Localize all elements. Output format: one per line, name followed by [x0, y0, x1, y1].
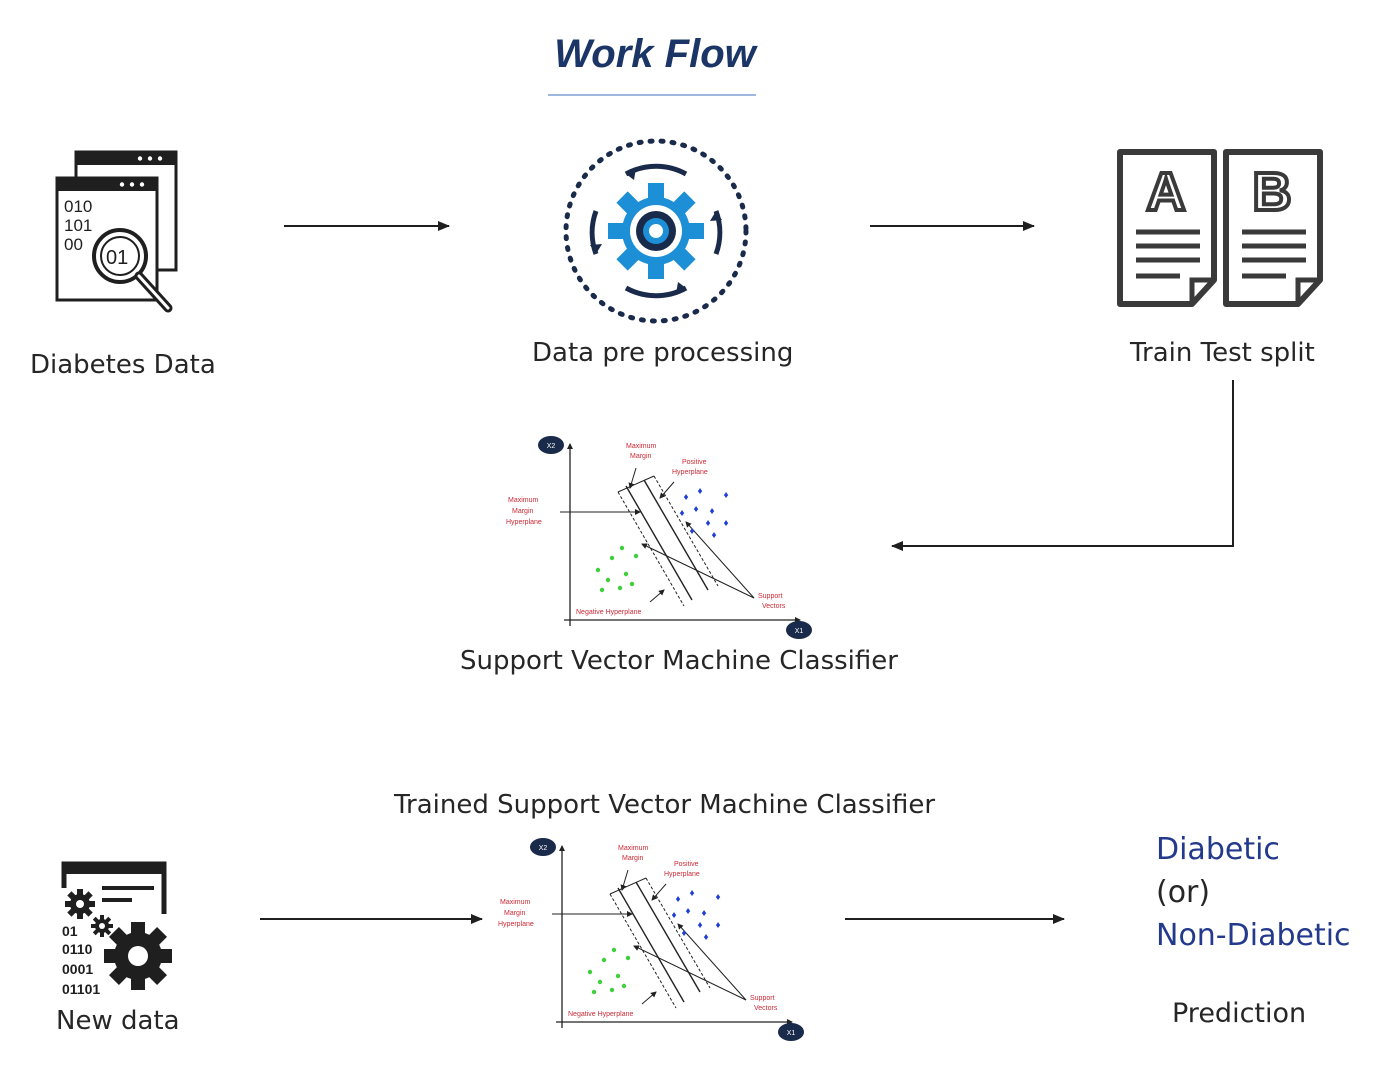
svg-text:Hyperplane: Hyperplane — [672, 469, 708, 476]
svg-text:0001: 0001 — [62, 961, 93, 977]
preprocessing-label: Data pre processing — [532, 338, 794, 368]
svg-text:X2: X2 — [547, 443, 556, 450]
title-underline — [548, 94, 756, 96]
arrow-split-to-svm — [891, 380, 1234, 551]
svg-text:101: 101 — [64, 216, 92, 235]
svg-text:01101: 01101 — [62, 981, 100, 997]
svg-text:Margin: Margin — [622, 855, 644, 862]
svg-text:Positive: Positive — [674, 861, 699, 868]
svg-text:♦: ♦ — [679, 508, 684, 519]
svg-text:♦: ♦ — [705, 518, 710, 529]
output-or: (or) — [1156, 875, 1211, 910]
svg-text:X2: X2 — [539, 845, 548, 852]
svg-text:♦: ♦ — [675, 894, 680, 905]
svg-text:01: 01 — [106, 247, 128, 269]
database-search-icon: 010 101 00 01 — [55, 150, 178, 313]
output-diabetic: Diabetic — [1156, 832, 1280, 867]
svg-text:010: 010 — [64, 197, 92, 216]
svg-text:♦: ♦ — [671, 910, 676, 921]
prediction-label: Prediction — [1172, 998, 1307, 1029]
data-gears-icon: 01 0110 0001 01101 — [61, 861, 172, 997]
svg-text:Maximum: Maximum — [508, 497, 539, 504]
svg-text:♦: ♦ — [715, 920, 720, 931]
page-title: Work Flow — [554, 32, 756, 76]
svg-text:♦: ♦ — [689, 526, 694, 537]
svg-text:♦: ♦ — [689, 888, 694, 899]
svg-text:♦: ♦ — [697, 920, 702, 931]
svg-text:Negative Hyperplane: Negative Hyperplane — [568, 1011, 633, 1018]
svg-text:♦: ♦ — [723, 490, 728, 501]
svg-text:Maximum: Maximum — [500, 899, 531, 906]
svg-text:Vectors: Vectors — [754, 1005, 778, 1012]
svg-text:♦: ♦ — [703, 932, 708, 943]
svg-text:♦: ♦ — [683, 492, 688, 503]
svg-text:A: A — [1147, 162, 1186, 222]
svg-text:♦: ♦ — [715, 892, 720, 903]
svg-text:0110: 0110 — [62, 941, 93, 957]
svg-text:Positive: Positive — [682, 459, 707, 466]
svm-classifier-diagram: X2X1MaximumMarginPositiveHyperplaneMaxim… — [506, 436, 812, 639]
svg-text:X1: X1 — [795, 628, 804, 635]
gear-process-icon — [563, 138, 749, 324]
svg-text:Hyperplane: Hyperplane — [506, 519, 542, 526]
new-data-label: New data — [56, 1006, 180, 1036]
train-test-split-label: Train Test split — [1130, 338, 1315, 368]
svg-text:Hyperplane: Hyperplane — [664, 871, 700, 878]
svg-text:Support: Support — [750, 995, 775, 1002]
trained-svm-label: Trained Support Vector Machine Classifie… — [394, 790, 936, 820]
svg-text:♦: ♦ — [693, 504, 698, 515]
svg-text:♦: ♦ — [685, 906, 690, 917]
svg-text:♦: ♦ — [711, 530, 716, 541]
svg-text:Support: Support — [758, 593, 783, 600]
svg-text:Margin: Margin — [630, 453, 652, 460]
svg-text:♦: ♦ — [701, 908, 706, 919]
svg-text:Hyperplane: Hyperplane — [498, 921, 534, 928]
svg-text:00: 00 — [64, 235, 83, 254]
svg-text:X1: X1 — [787, 1030, 796, 1037]
svg-text:♦: ♦ — [723, 518, 728, 529]
svm-classifier-label: Support Vector Machine Classifier — [460, 646, 898, 676]
svg-text:Maximum: Maximum — [618, 845, 649, 852]
output-non-diabetic: Non-Diabetic — [1156, 918, 1351, 953]
trained-svm-diagram: X2X1MaximumMarginPositiveHyperplaneMaxim… — [498, 838, 804, 1041]
svg-text:Vectors: Vectors — [762, 603, 786, 610]
svg-text:♦: ♦ — [681, 928, 686, 939]
svg-text:Margin: Margin — [512, 508, 534, 515]
svg-text:B: B — [1253, 162, 1292, 222]
svg-text:01: 01 — [62, 923, 78, 939]
svg-text:♦: ♦ — [709, 506, 714, 517]
diabetes-data-label: Diabetes Data — [30, 350, 216, 380]
svg-text:Margin: Margin — [504, 910, 526, 917]
svg-text:♦: ♦ — [697, 486, 702, 497]
svg-text:Maximum: Maximum — [626, 443, 657, 450]
documents-ab-icon: A B — [1117, 149, 1323, 307]
svg-text:Negative Hyperplane: Negative Hyperplane — [576, 609, 641, 616]
